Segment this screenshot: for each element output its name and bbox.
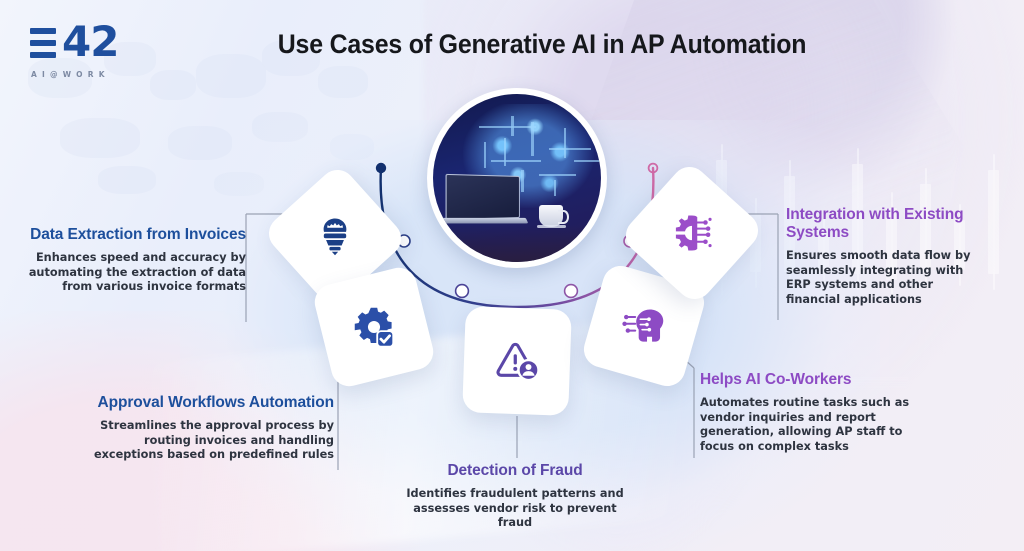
description-approval-workflows: Streamlines the approval process by rout… <box>93 419 334 462</box>
gear-circuit-icon <box>675 215 712 251</box>
gear-check-icon <box>354 307 395 348</box>
circuit-traces <box>467 107 601 208</box>
card-data-extraction[interactable] <box>261 162 409 310</box>
heading-erp-integration: Integration with Existing Systems <box>786 206 964 241</box>
heading-approval-workflows: Approval Workflows Automation <box>97 394 335 411</box>
text-block-data-extraction: Data Extraction from Invoices Enhances s… <box>20 226 246 295</box>
arc-endpoint-right <box>647 162 659 174</box>
heading-fraud-detection: Detection of Fraud <box>447 462 583 479</box>
desk-surface <box>433 225 601 262</box>
text-block-approval-workflows: Approval Workflows Automation Streamline… <box>86 394 334 463</box>
description-fraud-detection: Identifies fraudulent patterns and asses… <box>406 487 624 530</box>
text-block-erp-integration: Integration with Existing Systems Ensure… <box>786 206 986 307</box>
lightbulb-gear-icon <box>323 218 347 256</box>
logo-tagline: AI@WORK <box>31 70 110 79</box>
description-ai-co-workers: Automates routine tasks such as vendor i… <box>700 396 910 453</box>
ai-head-circuit-icon <box>622 309 664 342</box>
card-erp-integration[interactable] <box>618 159 766 307</box>
heading-data-extraction: Data Extraction from Invoices <box>30 226 246 243</box>
warning-triangle-user-icon <box>496 342 540 382</box>
arc-node-3 <box>563 283 579 299</box>
card-fraud-detection[interactable] <box>462 306 572 416</box>
heading-ai-co-workers: Helps AI Co-Workers <box>700 371 852 388</box>
description-data-extraction: Enhances speed and accuracy by automatin… <box>28 251 246 294</box>
brand-logo[interactable]: 42 AI@WORK <box>28 17 148 79</box>
logo-bars-icon <box>30 28 56 64</box>
coffee-cup-icon <box>536 202 570 229</box>
arc-node-2 <box>454 283 470 299</box>
logo-number: 42 <box>62 17 119 66</box>
hero-circle-image <box>427 88 607 268</box>
description-erp-integration: Ensures smooth data flow by seamlessly i… <box>786 249 971 306</box>
text-block-fraud-detection: Detection of Fraud Identifies fraudulent… <box>400 462 630 531</box>
laptop-icon <box>438 173 529 232</box>
text-block-ai-co-workers: Helps AI Co-Workers Automates routine ta… <box>700 371 936 454</box>
page-title: Use Cases of Generative AI in AP Automat… <box>277 29 807 59</box>
arc-endpoint-left <box>375 162 387 174</box>
card-ai-co-workers[interactable] <box>579 261 709 391</box>
card-approval-workflows[interactable] <box>310 263 438 391</box>
